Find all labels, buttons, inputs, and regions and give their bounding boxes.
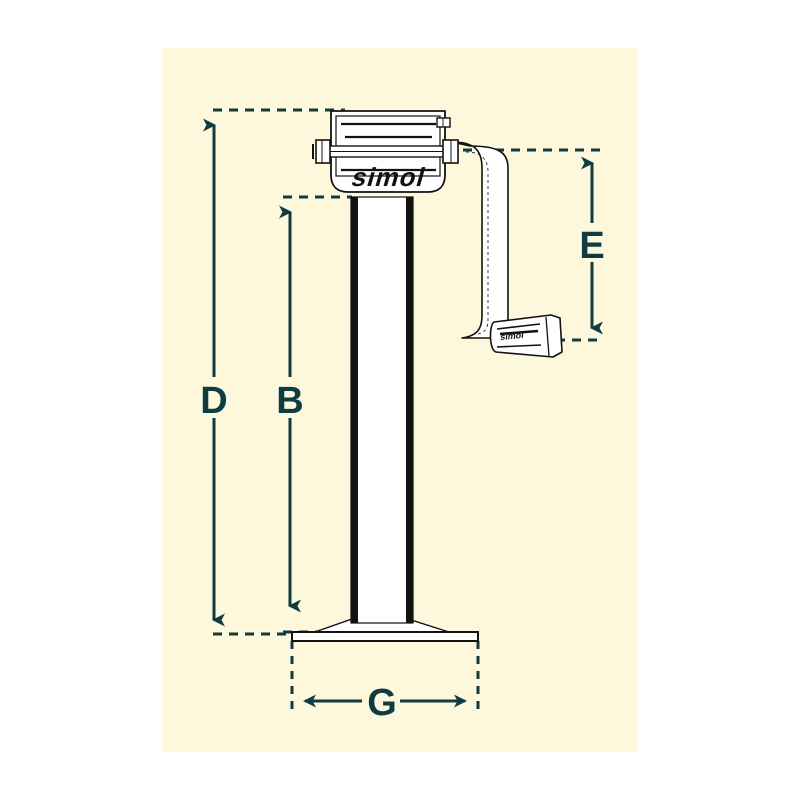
grip-logo-bar (499, 329, 539, 336)
base-plate (291, 618, 479, 642)
dimension-d: D (200, 118, 228, 627)
top-bolt-head (436, 117, 451, 128)
inner-tube (350, 196, 414, 624)
shaft-bolt-left (312, 139, 331, 164)
dimension-label-d: D (200, 380, 227, 422)
grip-groove-bottom (496, 344, 542, 348)
crank-handle-grip: simol (489, 314, 563, 358)
grip-groove-top (496, 323, 541, 330)
inner-tube-body (350, 196, 414, 624)
dimension-b: B (276, 205, 304, 613)
bolt-left-nut (315, 139, 331, 164)
dimension-label-e: E (579, 225, 604, 267)
dimension-g: G (303, 682, 467, 724)
dimension-e: E (579, 156, 605, 335)
crank-arm-body (451, 141, 523, 339)
grip-end-cap-line (545, 316, 550, 357)
housing-logo: simol (348, 162, 429, 191)
inner-tube-edge-right (406, 197, 413, 623)
dimension-label-g: G (367, 682, 397, 724)
inner-tube-edge-left (351, 197, 358, 623)
gearbox-housing: simol (312, 110, 459, 193)
shaft-bolt-right (442, 139, 459, 164)
crank-arm (451, 141, 523, 339)
housing-logo-text: simol (348, 162, 429, 191)
gearbox-shaft (325, 145, 451, 158)
base-plate-slab (291, 631, 479, 642)
top-bolt-stub (436, 117, 451, 128)
dimension-label-b: B (276, 380, 303, 422)
crank-arm-inner-line (465, 151, 489, 335)
